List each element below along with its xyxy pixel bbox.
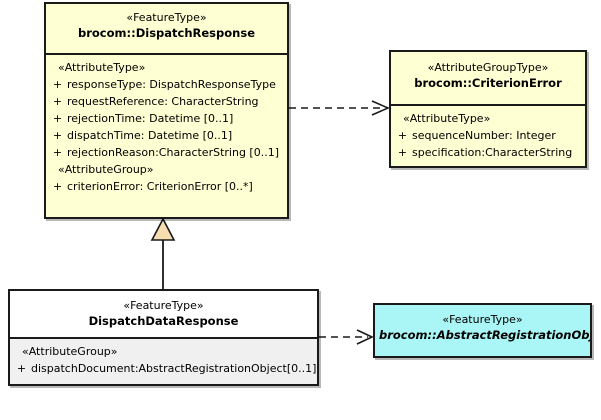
attribute-visibility: + bbox=[16, 362, 27, 375]
attribute-row: + sequenceNumber: Integer bbox=[393, 127, 583, 144]
attribute-row: + criterionError: CriterionError [0..*] bbox=[48, 178, 285, 195]
class-stereotype: «FeatureType» bbox=[126, 11, 207, 24]
attribute-group-label: «AttributeGroup» bbox=[22, 345, 118, 358]
class-body-dispatch-response: «AttributeType» + responseType: Dispatch… bbox=[46, 55, 287, 199]
class-stereotype: «FeatureType» bbox=[123, 299, 204, 312]
class-name: brocom::DispatchResponse bbox=[78, 26, 255, 40]
class-name: brocom::CriterionError bbox=[414, 76, 562, 90]
class-stereotype: «FeatureType» bbox=[442, 313, 523, 326]
attribute-text: rejectionTime: Datetime [0..1] bbox=[67, 112, 234, 125]
class-name: DispatchDataResponse bbox=[88, 314, 239, 328]
class-box-dispatch-data-response[interactable]: «FeatureType» DispatchDataResponse «Attr… bbox=[8, 289, 319, 386]
attribute-row: + dispatchTime: Datetime [0..1] bbox=[48, 127, 285, 144]
attribute-visibility: + bbox=[52, 146, 63, 159]
class-header-criterion-error: «AttributeGroupType» brocom::CriterionEr… bbox=[391, 52, 585, 106]
class-header-abstract-registration-object: «FeatureType» brocom::AbstractRegistrati… bbox=[375, 305, 590, 356]
attribute-visibility: + bbox=[52, 95, 63, 108]
class-name: brocom::AbstractRegistrationObject bbox=[379, 328, 592, 342]
attribute-visibility: + bbox=[52, 129, 63, 142]
attribute-row: + rejectionTime: Datetime [0..1] bbox=[48, 110, 285, 127]
class-header-dispatch-response: «FeatureType» brocom::DispatchResponse bbox=[46, 4, 287, 55]
class-header-dispatch-data-response: «FeatureType» DispatchDataResponse bbox=[10, 291, 317, 339]
attribute-text: rejectionReason:CharacterString [0..1] bbox=[67, 146, 279, 159]
attribute-text: dispatchDocument:AbstractRegistrationObj… bbox=[31, 362, 317, 375]
attribute-visibility: + bbox=[52, 180, 63, 193]
attribute-row: + requestReference: CharacterString bbox=[48, 93, 285, 110]
dependency-criterion-error-arrow bbox=[289, 100, 390, 116]
attribute-row: + responseType: DispatchResponseType bbox=[48, 76, 285, 93]
class-box-criterion-error[interactable]: «AttributeGroupType» brocom::CriterionEr… bbox=[389, 50, 587, 168]
class-body-dispatch-data-response: «AttributeGroup» + dispatchDocument:Abst… bbox=[10, 339, 317, 381]
attribute-group-label: «AttributeType» bbox=[403, 112, 491, 125]
attribute-row: + rejectionReason:CharacterString [0..1] bbox=[48, 144, 285, 161]
attribute-visibility: + bbox=[397, 146, 408, 159]
attribute-text: requestReference: CharacterString bbox=[67, 95, 259, 108]
attribute-text: dispatchTime: Datetime [0..1] bbox=[67, 129, 233, 142]
attribute-text: sequenceNumber: Integer bbox=[412, 129, 556, 142]
attribute-text: responseType: DispatchResponseType bbox=[67, 78, 276, 91]
class-box-abstract-registration-object[interactable]: «FeatureType» brocom::AbstractRegistrati… bbox=[373, 303, 592, 358]
generalization-arrow bbox=[150, 217, 176, 289]
attribute-text: criterionError: CriterionError [0..*] bbox=[67, 180, 253, 193]
attribute-group-label: «AttributeGroup» bbox=[58, 163, 154, 176]
attribute-visibility: + bbox=[52, 78, 63, 91]
attribute-row: + dispatchDocument:AbstractRegistrationO… bbox=[12, 360, 317, 377]
attribute-visibility: + bbox=[52, 112, 63, 125]
dependency-abstract-registration-object-arrow bbox=[319, 329, 374, 345]
class-body-criterion-error: «AttributeType» + sequenceNumber: Intege… bbox=[391, 106, 585, 165]
class-stereotype: «AttributeGroupType» bbox=[427, 61, 549, 74]
class-box-dispatch-response[interactable]: «FeatureType» brocom::DispatchResponse «… bbox=[44, 2, 289, 219]
attribute-group-label: «AttributeType» bbox=[58, 61, 146, 74]
attribute-visibility: + bbox=[397, 129, 408, 142]
attribute-row: + specification:CharacterString bbox=[393, 144, 583, 161]
attribute-text: specification:CharacterString bbox=[412, 146, 573, 159]
